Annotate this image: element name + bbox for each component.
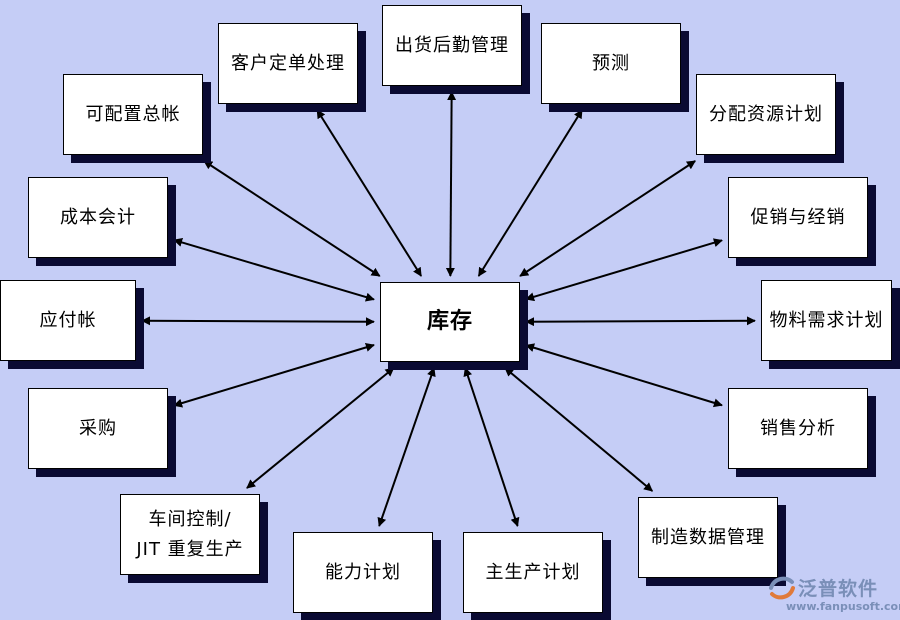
arrow-inventory-master-production xyxy=(463,367,520,527)
node-sales-analysis: 销售分析 xyxy=(728,388,868,469)
node-inventory: 库存 xyxy=(380,282,520,362)
node-manufacturing-data: 制造数据管理 xyxy=(638,497,778,578)
node-mrp: 物料需求计划 xyxy=(761,280,892,361)
node-shop-floor-jit: 车间控制/ JIT 重复生产 xyxy=(120,494,260,575)
node-cost-accounting: 成本会计 xyxy=(28,177,168,258)
node-accounts-payable: 应付帐 xyxy=(0,280,136,361)
arrow-inventory-configurable-ledger xyxy=(203,160,381,277)
logo-mark-icon xyxy=(769,576,795,600)
node-customer-order: 客户定单处理 xyxy=(218,23,358,104)
arrow-inventory-sales-analysis xyxy=(525,343,723,408)
arrow-inventory-cost-accounting xyxy=(173,238,375,302)
arrow-inventory-purchasing xyxy=(173,343,375,408)
node-capacity-planning: 能力计划 xyxy=(293,532,433,613)
node-master-production: 主生产计划 xyxy=(463,532,603,613)
arrow-inventory-capacity-planning xyxy=(377,367,436,527)
arrow-inventory-promotion-distribution xyxy=(525,238,723,302)
node-promotion-distribution: 促销与经销 xyxy=(728,177,868,258)
arrow-inventory-manufacturing-data xyxy=(504,367,654,492)
logo-name: 泛普软件 xyxy=(798,578,879,600)
logo-url: www.fanpusoft.com xyxy=(786,600,900,613)
arrow-inventory-shipping-logistics xyxy=(445,91,457,277)
node-distribution-planning: 分配资源计划 xyxy=(696,74,836,155)
arrow-inventory-distribution-planning xyxy=(519,160,696,277)
node-forecast: 预测 xyxy=(541,23,681,104)
arrow-inventory-mrp xyxy=(525,316,756,327)
arrow-inventory-accounts-payable xyxy=(141,316,375,327)
node-configurable-ledger: 可配置总帐 xyxy=(63,74,203,155)
node-shipping-logistics: 出货后勤管理 xyxy=(382,5,522,86)
arrow-inventory-customer-order xyxy=(316,109,423,277)
arrow-inventory-forecast xyxy=(477,109,583,277)
node-purchasing: 采购 xyxy=(28,388,168,469)
arrow-inventory-shop-floor-jit xyxy=(246,367,395,489)
company-logo: 泛普软件 www.fanpusoft.com xyxy=(768,572,900,618)
